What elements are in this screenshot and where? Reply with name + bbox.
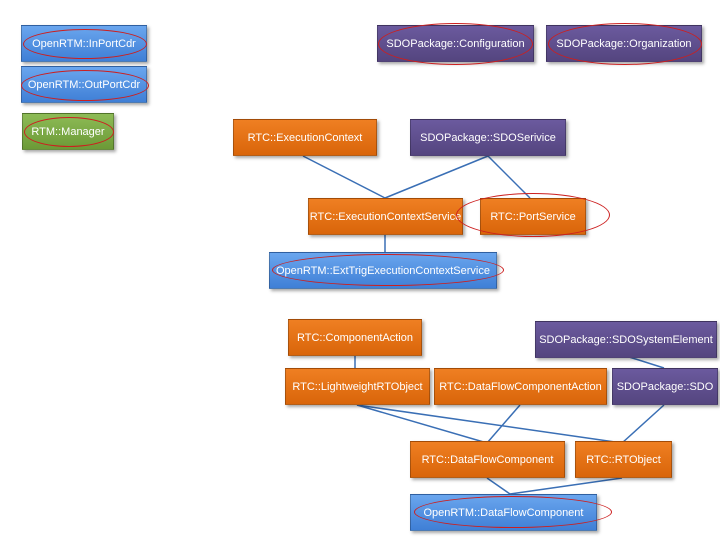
node-component-action[interactable]: RTC::ComponentAction xyxy=(288,319,422,356)
highlight-organization xyxy=(548,23,702,65)
edge-sdosystemelement-sdo xyxy=(625,355,665,369)
node-execution-context[interactable]: RTC::ExecutionContext xyxy=(233,119,377,156)
edge-dfc-openrtm-dfc xyxy=(486,477,511,495)
node-lightweight-rtobject[interactable]: RTC::LightweightRTObject xyxy=(285,368,430,405)
node-label: RTC::LightweightRTObject xyxy=(292,380,423,393)
node-rtobject[interactable]: RTC::RTObject xyxy=(575,441,672,478)
node-sdo-service[interactable]: SDOPackage::SDOSerivice xyxy=(410,119,566,156)
highlight-outportcdr xyxy=(21,70,149,101)
node-label: RTC::RTObject xyxy=(586,453,661,466)
highlight-openrtm-dataflow-component xyxy=(414,496,612,528)
edge-lightweight-rtobject xyxy=(356,404,623,444)
node-label: SDOPackage::SDO xyxy=(616,380,714,393)
edge-sdo-rtobject xyxy=(621,404,665,444)
node-sdo[interactable]: SDOPackage::SDO xyxy=(612,368,718,405)
edge-sdoservice-ecservice xyxy=(384,155,489,199)
edge-ec-ecservice xyxy=(302,155,386,199)
node-dataflow-component-action[interactable]: RTC::DataFlowComponentAction xyxy=(434,368,607,405)
node-dataflow-component[interactable]: RTC::DataFlowComponent xyxy=(410,441,565,478)
node-label: RTC::ExecutionContextService xyxy=(309,210,462,223)
highlight-manager xyxy=(24,117,114,147)
node-execution-context-service[interactable]: RTC::ExecutionContextService xyxy=(308,198,463,235)
edge-sdoservice-portservice xyxy=(487,155,531,199)
node-label: SDOPackage::SDOSystemElement xyxy=(539,333,713,346)
edge-rtobject-openrtm-dfc xyxy=(509,477,623,495)
edge-dfca-dfc xyxy=(486,404,521,444)
highlight-inportcdr xyxy=(23,29,147,59)
highlight-ext-trig-ecs xyxy=(272,254,504,286)
edge-lightweight-dfc xyxy=(356,404,488,444)
node-label: RTC::ExecutionContext xyxy=(247,131,363,144)
node-label: SDOPackage::SDOSerivice xyxy=(420,131,556,144)
highlight-port-service xyxy=(456,193,610,237)
highlight-configuration xyxy=(378,23,533,65)
node-label: RTC::ComponentAction xyxy=(297,331,413,344)
node-sdo-system-element[interactable]: SDOPackage::SDOSystemElement xyxy=(535,321,717,358)
node-label: RTC::DataFlowComponentAction xyxy=(439,380,602,393)
node-label: RTC::DataFlowComponent xyxy=(421,453,554,466)
